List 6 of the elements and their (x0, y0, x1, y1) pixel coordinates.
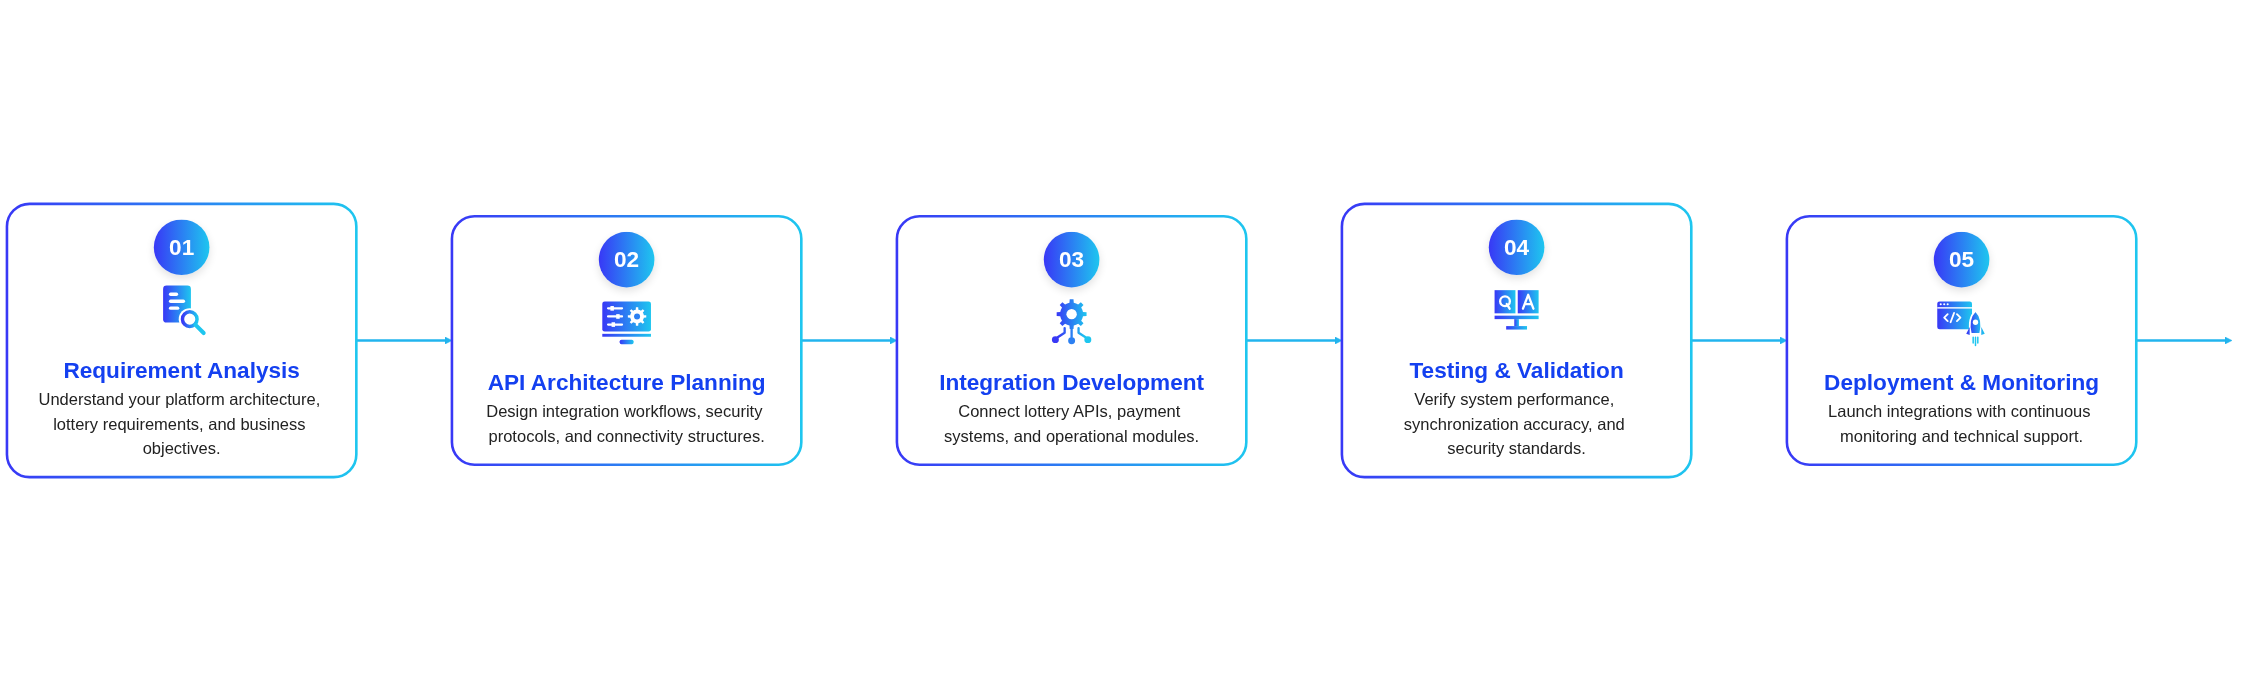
node-box: 02 API Architecture Planning Design integration workflows, security protocols, and connectivity structures. (450, 214, 803, 467)
node-box: 01 Requirement Analysis Understand your platform architecture, lottery requirements, and business objectives. (5, 202, 358, 479)
arrow (2136, 336, 2233, 345)
node-box: 04 Testing & Validation Verify system performance, synchronization accuracy, and security standards. (1340, 202, 1693, 479)
node-box: 03 Integration Development Connect lottery APIs, payment systems, and operational modules. (895, 214, 1248, 467)
node-box: 05 Deployment & Monitoring Launch integrations with continuous monitoring and technical support. (1785, 214, 2138, 467)
